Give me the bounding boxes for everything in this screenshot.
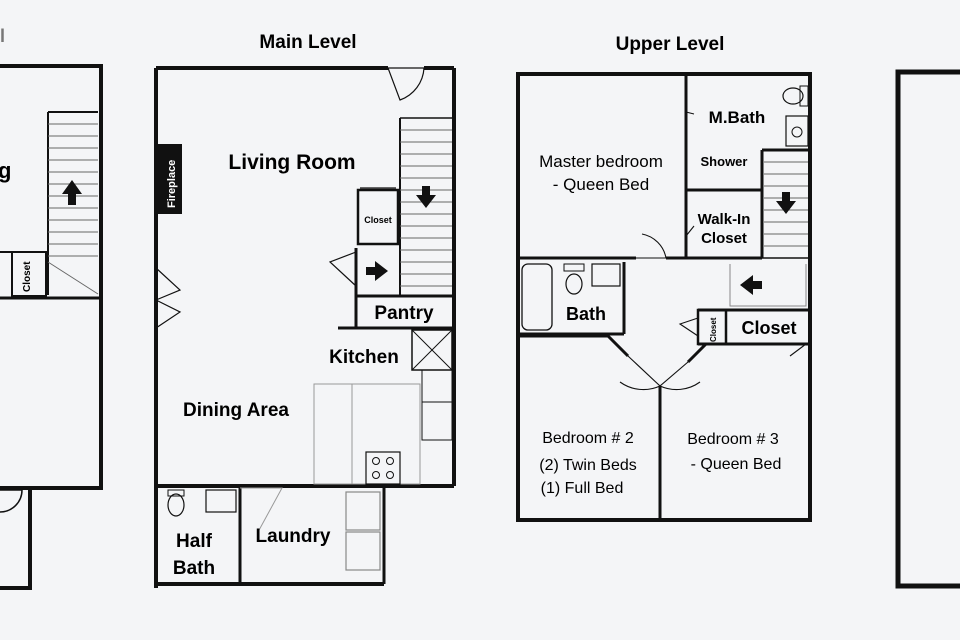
- main-right-arrow-icon: [366, 261, 388, 281]
- bedroom-2-line-2: (1) Full Bed: [541, 480, 624, 497]
- bedroom-2-title: Bedroom # 2: [542, 430, 634, 447]
- living-room-label: Living Room: [228, 151, 355, 174]
- main-closet-label: Closet: [364, 215, 392, 225]
- shower-label: Shower: [701, 154, 748, 169]
- m-bath-label: M.Bath: [709, 108, 766, 127]
- right-partial-plan: [895, 69, 960, 589]
- upper-down-arrow-icon: [776, 192, 796, 214]
- walk-in-closet-label-1: Walk-In: [698, 211, 751, 228]
- master-bedroom-label-2: - Queen Bed: [553, 175, 649, 194]
- left-top-fragment: l: [0, 26, 5, 46]
- half-bath-label-1: Half: [176, 531, 213, 552]
- upper-closet-label: Closet: [741, 318, 796, 338]
- bedroom-2-line-1: (2) Twin Beds: [539, 457, 637, 474]
- laundry-label: Laundry: [256, 526, 331, 547]
- upper-left-arrow-icon: [740, 275, 762, 295]
- bedroom-3-line-1: - Queen Bed: [691, 456, 782, 473]
- main-down-arrow-icon: [416, 186, 436, 208]
- bedroom-3-title: Bedroom # 3: [687, 431, 779, 448]
- upper-small-closet-label: Closet: [709, 317, 718, 342]
- master-bedroom-label-1: Master bedroom: [539, 152, 663, 171]
- left-closet-box: [11, 251, 47, 297]
- left-partial-plan: [0, 64, 103, 590]
- upper-level-walls: [516, 72, 812, 522]
- left-up-arrow-icon: [62, 180, 82, 205]
- left-stairs: [47, 123, 99, 295]
- main-level-title: Main Level: [259, 32, 356, 53]
- bath-label: Bath: [566, 304, 606, 324]
- half-bath-label-2: Bath: [173, 558, 215, 579]
- fireplace: [158, 144, 182, 214]
- left-room-fragment: g: [0, 158, 11, 183]
- kitchen-label: Kitchen: [329, 347, 399, 368]
- walk-in-closet-label-2: Closet: [701, 230, 747, 247]
- left-closet-label: Closet: [22, 261, 33, 292]
- pantry-label: Pantry: [374, 303, 434, 324]
- upper-level-title: Upper Level: [616, 34, 725, 55]
- main-level-walls: [154, 66, 456, 588]
- upper-stairs: [764, 161, 808, 247]
- dining-area-label: Dining Area: [183, 400, 289, 421]
- fireplace-label: Fireplace: [166, 160, 178, 208]
